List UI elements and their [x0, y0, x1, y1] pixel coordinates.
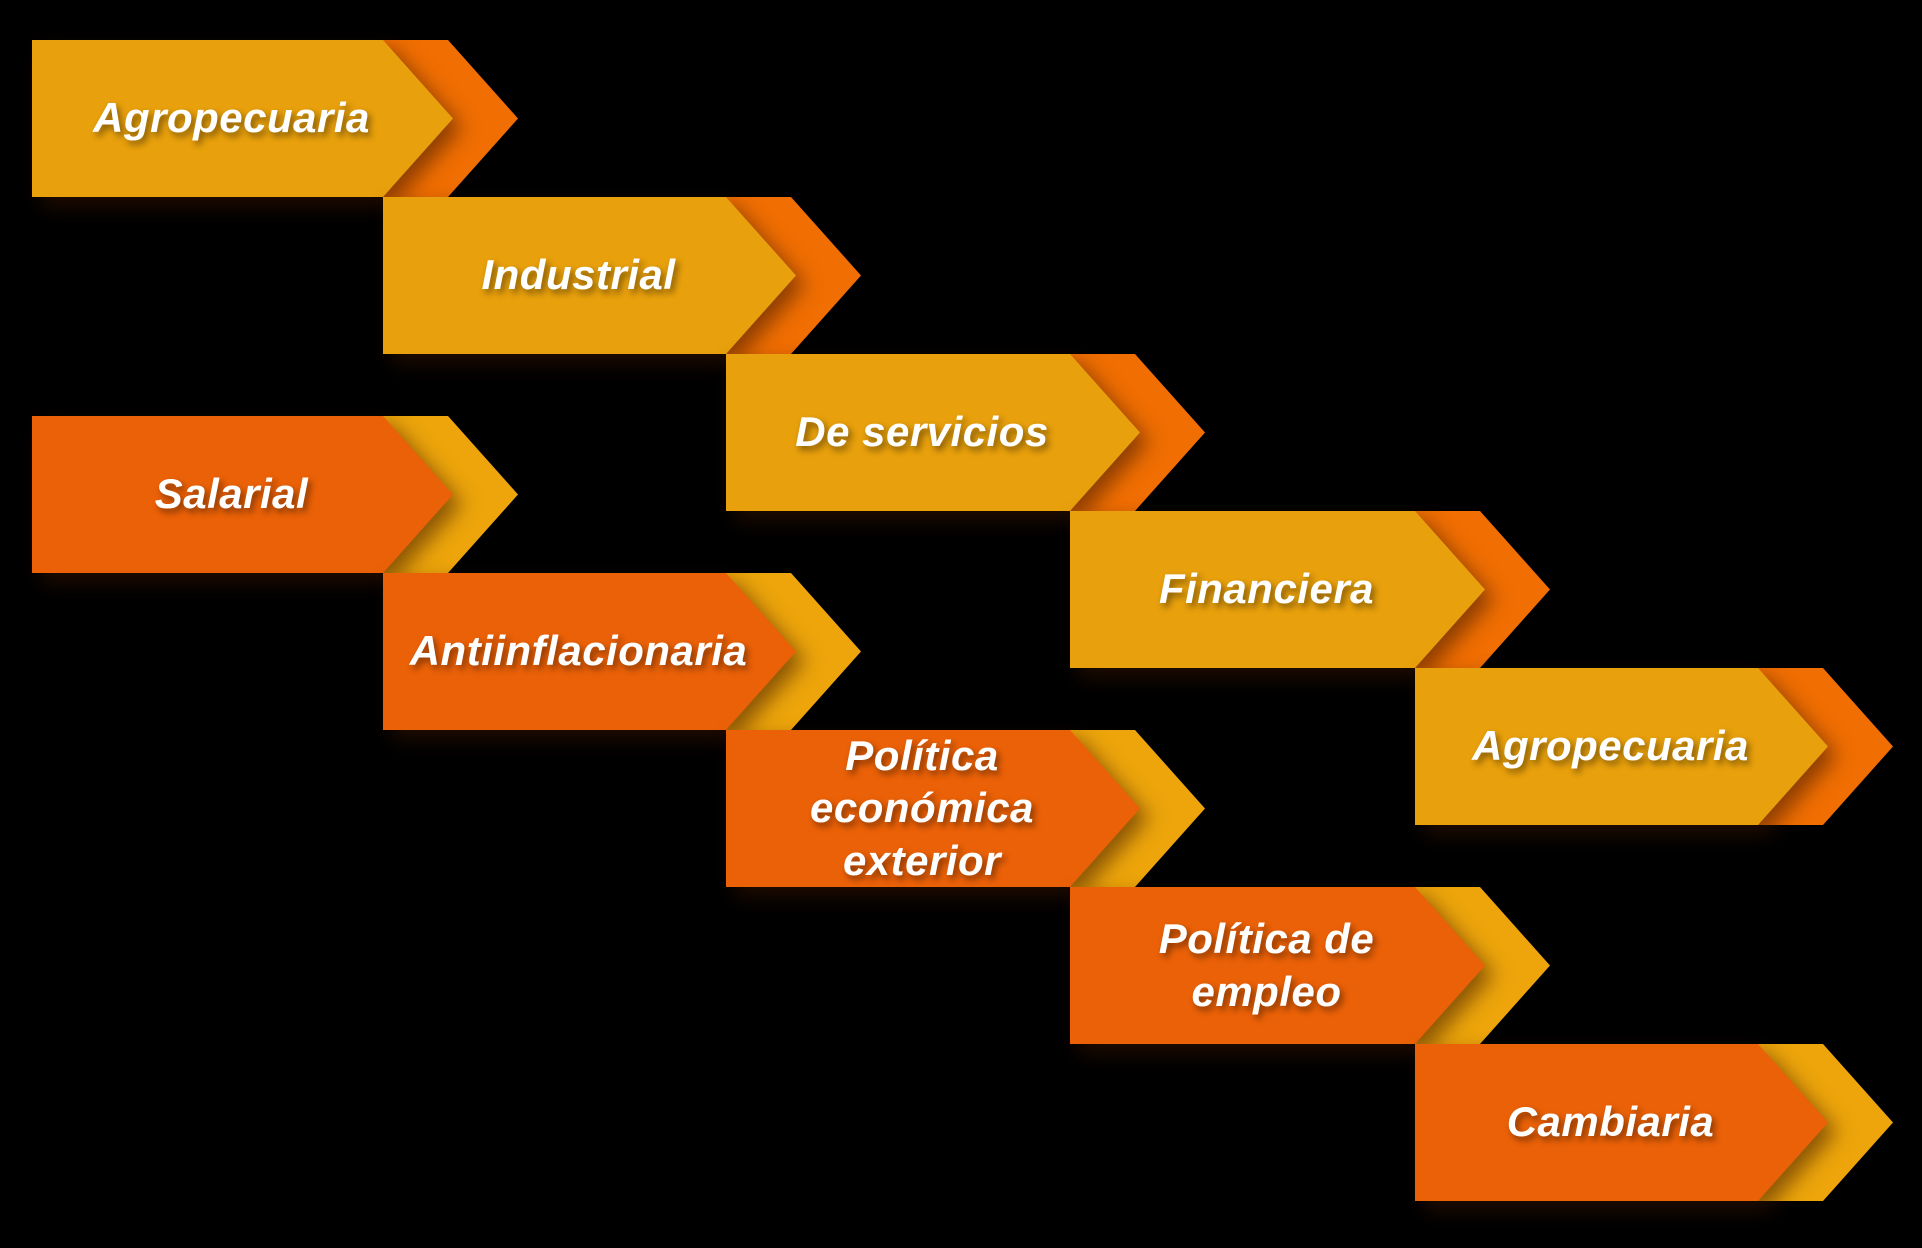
banner-label: Cambiaria — [1506, 1098, 1715, 1146]
banner-label: Agropecuaria — [93, 94, 370, 142]
banner-label: Política económica exterior — [810, 731, 1034, 884]
banner-arrow-orange: Política económica exterior — [726, 730, 1205, 887]
forward-arrow-icon — [1070, 511, 1485, 668]
forward-arrow-icon — [32, 416, 453, 573]
forward-arrow-icon — [1070, 887, 1485, 1044]
forward-arrow-shadow-wrap — [32, 40, 518, 197]
banner-arrow-amber: Agropecuaria — [32, 40, 518, 197]
forward-arrow-shadow-wrap — [726, 354, 1205, 511]
forward-arrow-icon — [383, 197, 796, 354]
banner-label: De servicios — [795, 408, 1049, 456]
forward-arrow-icon — [32, 40, 453, 197]
forward-arrow-shadow-wrap — [1415, 668, 1893, 825]
forward-arrow-icon — [1415, 668, 1828, 825]
banner-label: Antiinflacionaria — [409, 627, 748, 675]
forward-arrow-icon — [383, 573, 796, 730]
banner-arrow-orange: Antiinflacionaria — [383, 573, 861, 730]
banner-label: Política de empleo — [1158, 915, 1375, 1015]
banner-arrow-orange: Política de empleo — [1070, 887, 1550, 1044]
forward-arrow-shadow-wrap — [32, 416, 518, 573]
banner-arrow-amber: Financiera — [1070, 511, 1550, 668]
banner-label: Agropecuaria — [1472, 722, 1749, 770]
banner-arrow-orange: Salarial — [32, 416, 518, 573]
banner-label: Financiera — [1158, 565, 1375, 613]
forward-arrow-shadow-wrap — [383, 573, 861, 730]
banner-label: Salarial — [154, 470, 309, 518]
banner-arrow-amber: Agropecuaria — [1415, 668, 1893, 825]
forward-arrow-icon — [726, 730, 1140, 887]
forward-arrow-shadow-wrap — [1070, 887, 1550, 1044]
banner-arrow-orange: Cambiaria — [1415, 1044, 1893, 1201]
forward-arrow-shadow-wrap — [383, 197, 861, 354]
banner-label: Industrial — [481, 251, 676, 299]
forward-arrow-shadow-wrap — [1415, 1044, 1893, 1201]
banner-arrow-amber: De servicios — [726, 354, 1205, 511]
banner-arrow-amber: Industrial — [383, 197, 861, 354]
forward-arrow-shadow-wrap — [726, 730, 1205, 887]
forward-arrow-icon — [726, 354, 1140, 511]
forward-arrow-icon — [1415, 1044, 1828, 1201]
forward-arrow-shadow-wrap — [1070, 511, 1550, 668]
